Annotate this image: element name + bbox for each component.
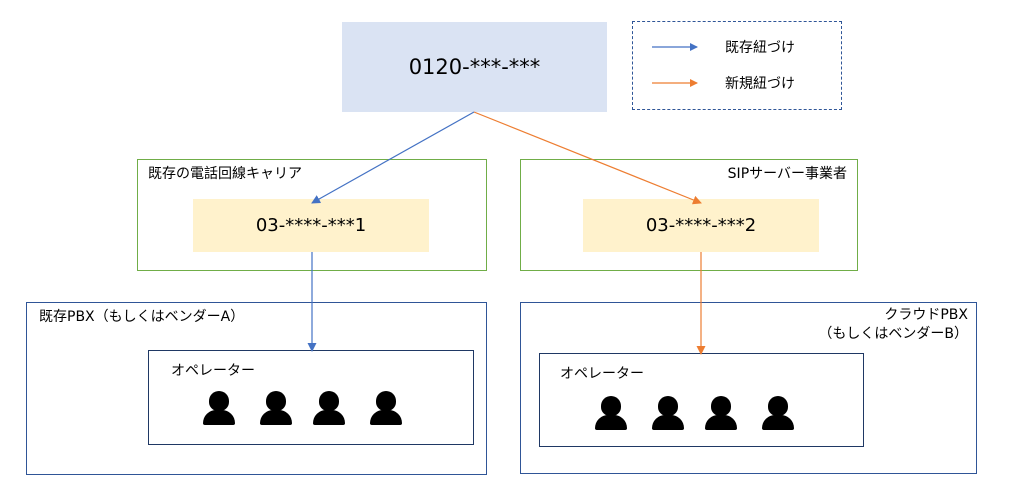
female-operator-icon: [651, 396, 685, 430]
female-operator-icon: [259, 391, 293, 425]
existing-carrier-title: 既存の電話回線キャリア: [148, 166, 302, 182]
top-number-box: 0120-***-***: [342, 22, 607, 112]
new-number-box: 03-****-***2: [583, 199, 819, 252]
top-number: 0120-***-***: [408, 55, 541, 79]
female-operator-icon: [312, 391, 346, 425]
female-operator-icon: [704, 396, 738, 430]
legend-arrows: [652, 43, 698, 87]
cloud-pbx-group: クラウドPBX （もしくはベンダーB）: [520, 302, 977, 474]
cloud-pbx-title-line2: （もしくはベンダーB）: [818, 326, 968, 342]
new-number: 03-****-***2: [645, 215, 757, 236]
existing-number: 03-****-***1: [255, 215, 367, 236]
legend-existing-label: 既存紐づけ: [725, 40, 795, 56]
new-link-arrow-top: [473, 111, 702, 205]
legend: 既存紐づけ 新規紐づけ: [632, 21, 842, 110]
female-operator-icon: [761, 396, 795, 430]
female-operator-icon: [369, 391, 403, 425]
cloud-operators-box: オペレーター: [539, 353, 864, 447]
sip-provider-group: SIPサーバー事業者: [520, 159, 858, 271]
cloud-pbx-title-line1: クラウドPBX: [884, 307, 968, 323]
cloud-pbx-title: クラウドPBX （もしくはベンダーB）: [818, 306, 968, 344]
existing-operators-box: オペレーター: [148, 350, 474, 445]
legend-new-label: 新規紐づけ: [725, 76, 795, 92]
existing-number-box: 03-****-***1: [193, 199, 429, 252]
female-operator-icon: [202, 391, 236, 425]
existing-link-arrow-top: [311, 111, 475, 204]
existing-pbx-group: 既存PBX（もしくはベンダーA）: [26, 302, 487, 475]
female-operator-icon: [594, 396, 628, 430]
existing-operators-label: オペレーター: [171, 363, 255, 379]
cloud-operators-label: オペレーター: [560, 366, 644, 382]
sip-provider-title: SIPサーバー事業者: [727, 166, 847, 182]
existing-pbx-title: 既存PBX（もしくはベンダーA）: [39, 309, 245, 325]
